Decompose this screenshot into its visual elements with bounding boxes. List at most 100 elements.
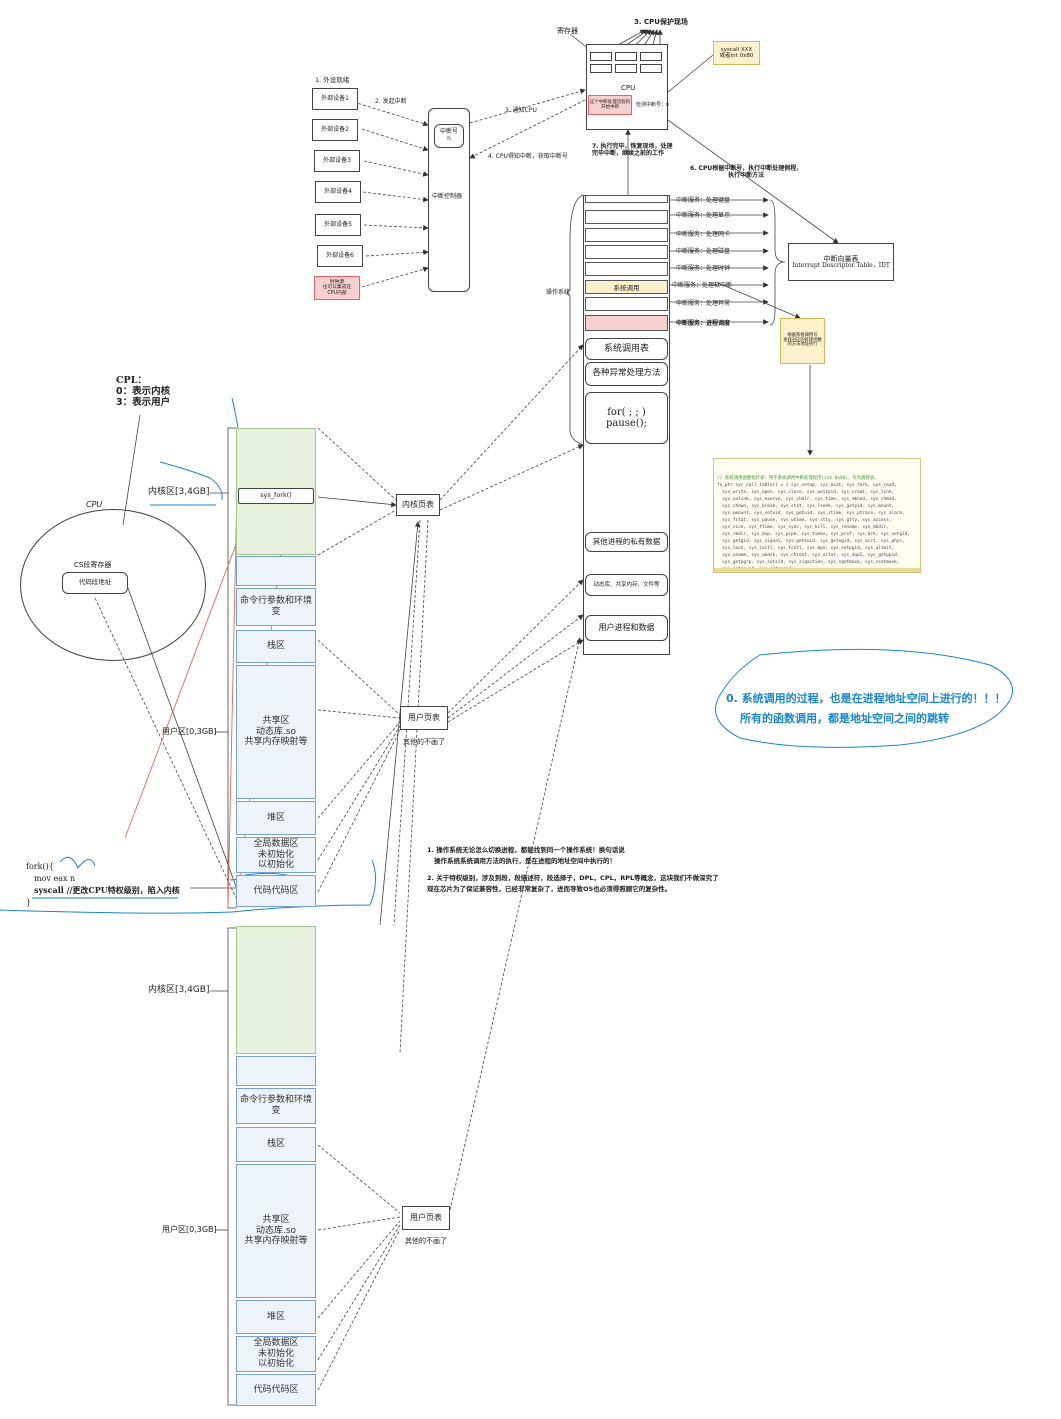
highlight-line-1: 0. 系统调用的过程，也是在进程地址空间上进行的！！！ <box>726 692 1006 705</box>
peripheral-2: 外部设备2 <box>312 119 358 141</box>
dispatch-note: 根据系统调用号 查找对应的处理函数 的方法地址执行 <box>780 318 825 364</box>
peripheral-5: 外部设备5 <box>315 214 361 236</box>
register-cell <box>590 64 612 73</box>
step-get-int-num: 4. CPU得知中断，获取中断号 <box>488 153 568 160</box>
p1-gap <box>236 556 316 586</box>
service-schedule: 中断服务：进程调度 <box>676 320 731 327</box>
p2-kernel-label: 内核区[3,4GB] <box>148 985 210 995</box>
p1-shared: 共享区 动态库.so 共享内存映射等 <box>236 665 316 799</box>
peripheral-3: 外部设备3 <box>314 150 360 172</box>
step-restore: 7. 执行完毕，恢复现场，处理 完毕中断，继续之前的工作 <box>592 143 673 157</box>
idt-full: Interrupt Descriptor Table，IDT <box>792 261 890 269</box>
p2-stack: 栈区 <box>236 1127 316 1162</box>
fork-line-2: mov eax n <box>34 874 76 883</box>
syscall-cell: 系统调用 <box>585 280 668 294</box>
register-cell <box>615 64 637 73</box>
service-display: 中断服务：处理显示 <box>676 212 731 219</box>
syscall-table-code: // 系统调用函数指针表：用于系统调用中断处理程序(int 0x80)，作为跳转… <box>713 458 921 573</box>
int-number-box: 中断号 n <box>434 124 464 148</box>
user-page-table-2: 用户页表 <box>402 1206 450 1230</box>
p2-shared: 共享区 动态库.so 共享内存映射等 <box>236 1164 316 1298</box>
p1-stack: 栈区 <box>236 630 316 663</box>
service-exception: 中断服务：处理异常 <box>676 300 731 307</box>
p1-global-data: 全局数据区 未初始化 以初始化 <box>236 837 316 873</box>
p2-env-args: 命令行参数和环境变 <box>236 1088 316 1124</box>
syscall-table-box: 系统调用表 <box>585 338 668 360</box>
note-1a: 1. 操作系统无论怎么切换进程，都能找到同一个操作系统！换句话说 <box>427 846 625 854</box>
peripherals-title: 1. 外设就绪 <box>315 76 350 84</box>
cpl-kernel: 0：表示内核 <box>116 386 171 397</box>
user-page-table-2-note: 其他的不画了 <box>405 1237 447 1245</box>
syscall-note: syscall XXX 或者int 0x80 <box>713 41 760 65</box>
p1-heap: 堆区 <box>236 801 316 835</box>
cs-register-label: CS段寄存器 <box>74 561 112 569</box>
registers-label: 寄存器 <box>557 27 578 35</box>
idle-loop-box: for( ; ; ) pause(); <box>585 392 668 444</box>
other-private-data: 其他进程的私有数据 <box>585 532 668 552</box>
kernel-cell <box>585 195 668 203</box>
register-cell <box>640 64 662 73</box>
kernel-cell <box>585 210 668 224</box>
p2-kernel-region <box>236 926 316 1054</box>
dynlib-box: 动态库、共享内存、文件等 <box>585 574 668 596</box>
service-soft-int: 中断服务：处理软中断 <box>672 282 733 289</box>
user-page-table-1: 用户页表 <box>400 706 448 730</box>
register-cell <box>640 52 662 61</box>
kernel-cell <box>585 262 668 276</box>
cpu-label: CPU <box>621 84 636 92</box>
p1-kernel-label: 内核区[3,4GB] <box>148 487 210 497</box>
p2-global-data: 全局数据区 未初始化 以初始化 <box>236 1336 316 1372</box>
code-seg-address: 代码段地址 <box>62 572 128 594</box>
controller-label: 中断控制器 <box>432 193 463 200</box>
service-network: 中断服务：处理网卡 <box>676 231 731 238</box>
code-scrollbar <box>714 568 920 572</box>
p2-heap: 堆区 <box>236 1300 316 1334</box>
p2-user-label: 用户区[0,3GB] <box>162 1225 217 1234</box>
fork-line-3: syscall //更改CPU特权级别，陷入内核 <box>34 885 180 895</box>
idt-name: 中断向量表 <box>823 254 859 263</box>
service-clock: 中断服务：处理时钟 <box>676 265 731 272</box>
service-disk: 中断服务：处理磁盘 <box>676 248 731 255</box>
cpu-protect-label: 3. CPU保护现场 <box>634 18 688 26</box>
cpu-circle-title: CPU <box>86 500 103 509</box>
p1-env-args: 命令行参数和环境变 <box>236 588 316 626</box>
step-notify-cpu: 3. 通知CPU <box>505 107 537 114</box>
register-cell <box>590 52 612 61</box>
cpu-inner-text: 检测中断号：n <box>636 102 670 108</box>
timer-source: 时钟源 也可以集成在 CPU内部 <box>314 276 360 300</box>
user-page-table-1-note: 其他的不画了 <box>403 738 445 746</box>
note-2b: 现在芯片为了保证兼容性，已经非常复杂了，进而导致OS也必须得照顾它的复杂性。 <box>427 885 672 893</box>
fork-line-1: fork(){ <box>26 862 54 871</box>
highlight-line-2: 所有的函数调用，都是地址空间之间的跳转 <box>740 712 949 725</box>
p1-user-label: 用户区[0,3GB] <box>162 727 217 736</box>
peripheral-1: 外部设备1 <box>312 88 358 110</box>
cpl-user: 3：表示用户 <box>116 397 171 408</box>
exception-handlers-box: 各种异常处理方法 <box>585 362 668 386</box>
scheduler-cell <box>585 315 668 331</box>
kernel-cell <box>585 297 668 311</box>
p2-gap <box>236 1056 316 1086</box>
p2-code-region: 代码代码区 <box>236 1374 316 1406</box>
kernel-cell <box>585 228 668 242</box>
kernel-cell <box>585 245 668 259</box>
p1-code-region: 代码代码区 <box>236 875 316 907</box>
code-comment: // 系统调用函数指针表：用于系统调用中断处理程序(int 0x80)，作为跳转… <box>717 476 879 481</box>
kernel-page-table: 内核页表 <box>396 494 440 516</box>
cpl-title: CPL： <box>116 375 147 386</box>
note-1b: 操作系统系统调用方法的执行，是在进程的地址空间中执行的！ <box>434 857 616 865</box>
idt-box: 中断向量表 Interrupt Descriptor Table，IDT <box>788 243 894 281</box>
cpu-circle <box>20 509 206 661</box>
cpu-red-box: 这个中断处理流程的开始中断 <box>588 95 632 115</box>
register-cell <box>615 52 637 61</box>
user-proc-box: 用户进程和数据 <box>585 615 668 641</box>
code-body: fn_ptr sys_call_table[] = { sys_setup, s… <box>717 483 910 572</box>
peripheral-6: 外部设备6 <box>317 245 363 267</box>
peripheral-4: 外部设备4 <box>315 181 361 203</box>
raise-interrupt: 2. 发起中断 <box>375 98 407 105</box>
fork-line-4: } <box>26 898 32 907</box>
p1-sys-fork: sys_fork() <box>238 488 314 504</box>
note-2a: 2. 关于特权级别，涉及到段，段描述符，段选择子，DPL，CPL，RPL等概念，… <box>427 874 719 882</box>
service-keyboard: 中断服务：处理键盘 <box>676 197 731 204</box>
